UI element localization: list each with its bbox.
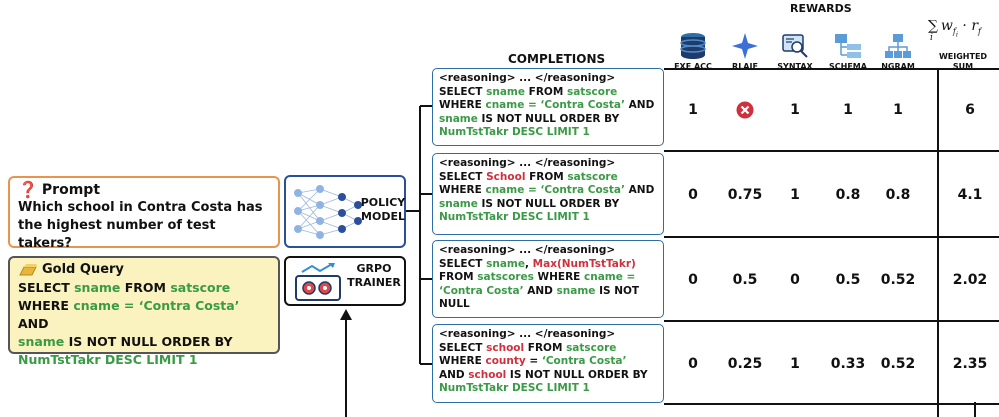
reward-cell: 1	[790, 187, 800, 203]
reward-cell: 0	[688, 187, 698, 203]
reward-cell: 0	[688, 272, 698, 288]
gold-title: Gold Query	[42, 262, 124, 277]
completion-2: <reasoning> ... </reasoning> SELECT Scho…	[432, 153, 664, 235]
completion-4: <reasoning> ... </reasoning> SELECT scho…	[432, 324, 664, 403]
weighted-sum-divider	[937, 70, 939, 417]
prompt-title: Prompt	[41, 182, 101, 198]
prompt-text: Which school in Contra Costa has the hig…	[18, 200, 263, 251]
grpo-trainer-box	[284, 256, 406, 306]
row-divider	[664, 68, 999, 70]
reward-cell: 1	[790, 102, 800, 118]
row-divider	[664, 236, 999, 238]
x-circle-icon	[736, 101, 754, 119]
col-label-schema: SCHEMA	[829, 62, 867, 71]
sparkle-icon	[732, 33, 758, 59]
reward-cell: 0.75	[727, 187, 763, 203]
weighted-sum-cell: 4.1	[957, 187, 983, 203]
col-label-syntax: SYNTAX	[777, 62, 813, 71]
reward-cell: 0	[688, 356, 698, 372]
reward-cell: 0.5	[732, 272, 758, 288]
completion-1: <reasoning> ... </reasoning> SELECT snam…	[432, 68, 664, 146]
reward-cell: 1	[893, 102, 903, 118]
gold-bar-icon	[19, 263, 37, 275]
weighted-sum-label: WEIGHTED SUM	[938, 52, 988, 71]
prompt-box: ❓ Prompt Which school in Contra Costa ha…	[8, 176, 280, 251]
hierarchy-icon	[885, 34, 911, 58]
reward-cell: 1	[688, 102, 698, 118]
row-divider	[664, 403, 999, 405]
completions-title: COMPLETIONS	[508, 52, 606, 66]
completion-3: <reasoning> ... </reasoning> SELECT snam…	[432, 240, 664, 318]
weighted-sum-cell: 2.02	[952, 272, 988, 288]
database-icon	[680, 33, 706, 59]
reward-cell: 0.8	[835, 187, 861, 203]
reward-cell: 0.52	[880, 272, 916, 288]
neural-network-icon	[294, 185, 362, 239]
reward-cell: 0.52	[880, 356, 916, 372]
trainer-icon	[295, 263, 341, 301]
col-label-exe-acc: EXE ACC	[674, 62, 712, 71]
reward-cell: 0.5	[835, 272, 861, 288]
weighted-sum-cell: 2.35	[952, 356, 988, 372]
reward-cell: 0.25	[727, 356, 763, 372]
reward-cell: 0.8	[885, 187, 911, 203]
weighted-sum-cell: 6	[965, 102, 975, 118]
grpo-trainer-label: GRPO TRAINER	[347, 262, 401, 289]
reward-cell: 0.33	[830, 356, 866, 372]
gold-query-box: Gold Query SELECT sname FROM satscore WH…	[8, 256, 280, 367]
question-icon: ❓	[18, 180, 38, 199]
schema-icon	[835, 34, 861, 58]
gold-sql: SELECT sname FROM satscore WHERE cname =…	[18, 280, 240, 367]
reward-cell: 1	[843, 102, 853, 118]
col-label-ngram: NGRAM	[881, 62, 915, 71]
row-divider	[664, 150, 999, 152]
policy-model-box	[284, 175, 406, 248]
weighted-sum-formula: ∑iwfi · rf	[928, 18, 981, 43]
code-review-icon	[782, 34, 808, 58]
rewards-title: REWARDS	[790, 2, 852, 15]
col-label-rlaif: RLAIF	[732, 62, 758, 71]
reward-cell: 0	[790, 272, 800, 288]
row-divider	[664, 320, 999, 322]
reward-cell: 1	[790, 356, 800, 372]
policy-model-label: POLICY MODEL	[360, 196, 406, 223]
